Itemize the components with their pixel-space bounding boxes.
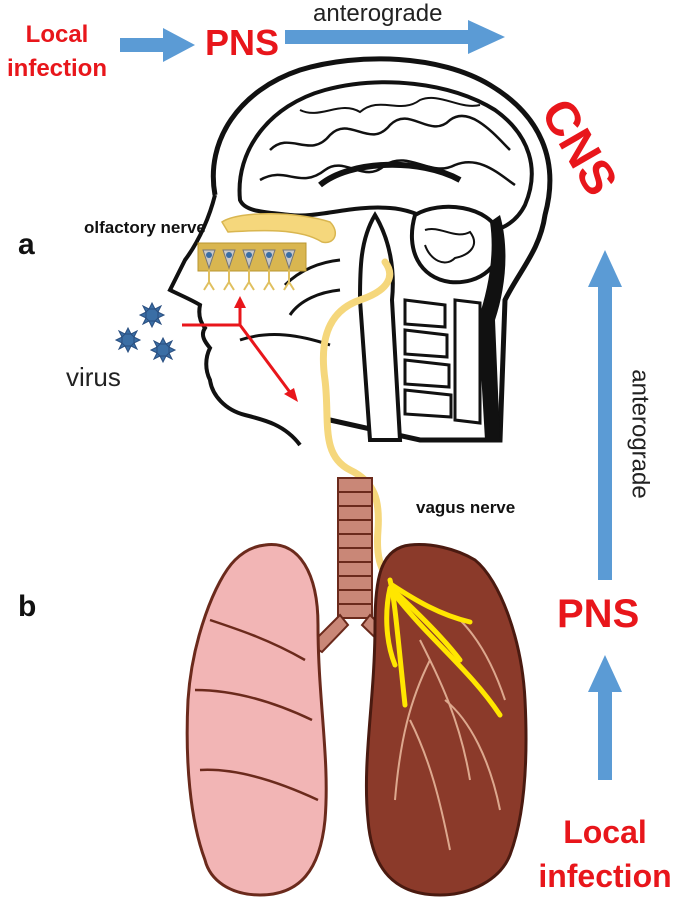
olfactory-nerve-label: olfactory nerve: [84, 218, 206, 237]
virus-label: virus: [66, 362, 121, 392]
panel-a-label: a: [18, 228, 35, 261]
arrow-pns-to-cns-top: [285, 20, 505, 54]
lungs-illustration: [185, 477, 528, 897]
arrow-local-to-pns: [120, 28, 195, 62]
local-infection-label-top: Local infection: [7, 21, 107, 82]
vagus-nerve-path: [319, 258, 394, 584]
arrow-local-to-pns-right: [588, 655, 622, 780]
arrow-pns-to-cns-right: [588, 250, 622, 580]
pns-label-top: PNS: [205, 22, 280, 63]
vagus-nerve-label: vagus nerve: [416, 498, 516, 517]
virus-particles: [114, 301, 177, 364]
local-infection-label-bottom: Local infection: [538, 814, 672, 894]
inhalation-arrows: [182, 296, 298, 402]
anterograde-label-top: anterograde: [313, 0, 443, 27]
head-illustration: [167, 56, 553, 447]
panel-b-label: b: [18, 590, 37, 623]
pns-label-right: PNS: [557, 592, 640, 636]
anterograde-label-right: anterograde: [626, 369, 654, 499]
